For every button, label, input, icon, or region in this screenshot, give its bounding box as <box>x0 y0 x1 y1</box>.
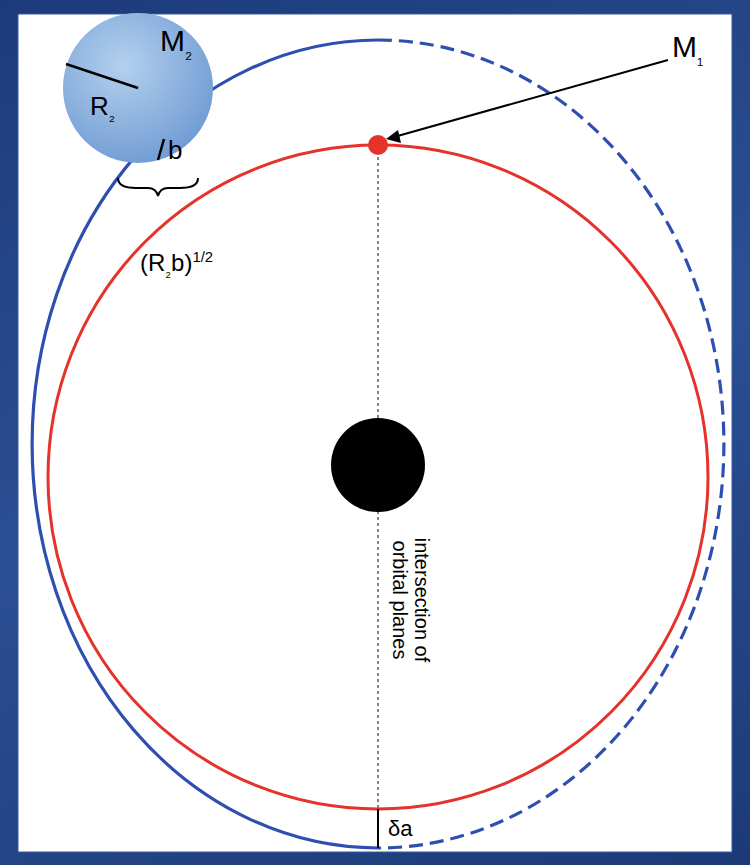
subscript: ₂ <box>185 41 192 62</box>
brace <box>118 178 198 196</box>
chord-label: (R₂b)1/2 <box>140 250 213 276</box>
arrowhead <box>386 130 401 143</box>
body-m1 <box>368 135 388 155</box>
depth-tick <box>158 139 164 160</box>
subscript: ₁ <box>697 47 703 68</box>
subscript: ₂ <box>165 264 171 280</box>
outer-orbit-solid <box>32 40 378 848</box>
radius-line <box>66 64 138 88</box>
axis-label: intersection of orbital planes <box>388 518 432 683</box>
mass-label: M₁ <box>672 30 703 63</box>
superscript: 1/2 <box>192 249 213 265</box>
mass-label: M₂ <box>160 24 192 57</box>
inner-orbit <box>48 145 708 809</box>
depth-label: b <box>168 136 182 165</box>
offset-label: δa <box>388 817 412 841</box>
radius-label: R₂ <box>90 92 115 121</box>
delta-a-tick <box>377 809 379 848</box>
white-panel <box>18 14 732 852</box>
central-body <box>331 418 425 512</box>
outer-orbit-dashed <box>378 40 724 848</box>
leader-line <box>394 60 668 137</box>
subscript: ₂ <box>109 106 115 124</box>
body-m2 <box>63 13 213 163</box>
